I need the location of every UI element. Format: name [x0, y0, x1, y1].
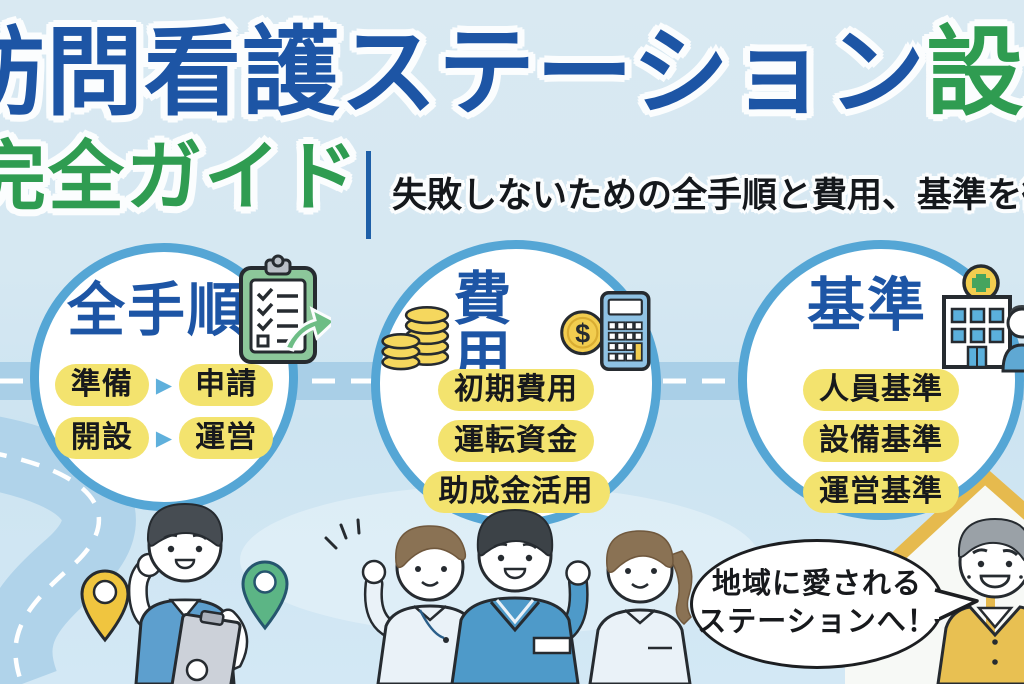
nurse-icon	[1001, 305, 1024, 373]
svg-text:$: $	[575, 318, 590, 348]
speech-bubble-line1: 地域に愛される	[711, 568, 922, 601]
clipboard-checklist-icon	[239, 254, 331, 364]
calculator-and-coin-icon: $	[559, 290, 651, 372]
cost-item-initial: 初期費用	[438, 369, 594, 411]
guide-subtitle: 完全ガイド	[0, 135, 360, 220]
people-illustration	[80, 502, 1024, 684]
flow-arrow-icon: ▶	[155, 373, 173, 397]
elderly-man	[936, 517, 1024, 684]
consultant-with-clipboard	[127, 502, 249, 684]
section-circle-costs: 費用 $	[371, 240, 661, 528]
coin-stack-icon	[381, 305, 450, 371]
speech-bubble: 地域に愛される ステーションへ！	[690, 539, 979, 669]
flow-step-application: 申請	[179, 364, 274, 406]
standard-item-personnel: 人員基準	[803, 369, 959, 411]
map-pin-green-icon	[241, 560, 289, 631]
section-circle-standards: 基準 人員基準 設備基準 運営基準	[738, 240, 1024, 520]
standard-item-operation: 運営基準	[803, 471, 959, 513]
road-winding	[0, 416, 136, 684]
flow-row-1: 準備 ▶ 申請	[54, 364, 274, 406]
title-main: 訪問看護ステーション	[0, 18, 927, 127]
clipboard-prop	[169, 610, 242, 684]
hospital-icon	[942, 264, 1024, 373]
speech-bubble-line2: ステーションへ！	[697, 606, 937, 638]
cost-item-working-capital: 運転資金	[438, 420, 594, 462]
flow-arrow-icon: ▶	[155, 426, 173, 450]
staff-cheering	[361, 525, 484, 684]
page-title: 訪問看護ステーション設立	[0, 18, 1024, 127]
calculator-icon	[599, 290, 651, 372]
flow-step-preparation: 準備	[54, 364, 149, 406]
title-accent: 設立	[926, 18, 1024, 127]
section-title-procedures: 全手順	[67, 278, 248, 343]
standards-items: 人員基準 設備基準 運営基準	[747, 369, 1015, 513]
standard-item-facility: 設備基準	[803, 420, 959, 462]
flow-row-2: 開設 ▶ 運営	[54, 417, 274, 459]
tagline: 失敗しないための全手順と費用、基準を徹底解説	[392, 176, 1024, 215]
cost-item-subsidy: 助成金活用	[422, 471, 610, 513]
speech-bubble-tail	[933, 588, 979, 623]
cost-items: 初期費用 運転資金 助成金活用	[380, 369, 652, 513]
header-divider	[366, 151, 371, 239]
map-pin-yellow-icon	[80, 569, 130, 643]
section-title-standards: 基準	[807, 273, 928, 338]
flow-step-opening: 開設	[54, 417, 149, 459]
procedure-flow: 準備 ▶ 申請 開設 ▶ 運営	[39, 364, 289, 459]
excitement-lines	[324, 518, 361, 550]
nurse-ponytail	[588, 530, 693, 684]
section-circle-procedures: 全手順 準備 ▶ 申請 開設 ▶ 運営	[30, 243, 331, 511]
nurse-scrubs-center	[450, 508, 591, 684]
dollar-coin-icon: $	[559, 310, 605, 356]
flow-step-operation: 運営	[179, 417, 274, 459]
